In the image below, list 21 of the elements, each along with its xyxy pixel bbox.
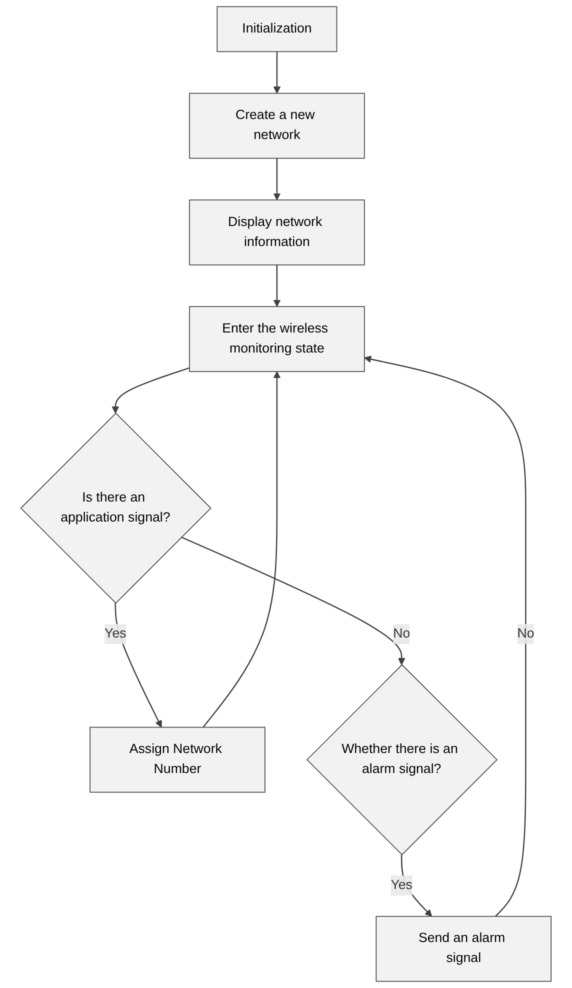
- edge-label: Yes: [390, 878, 412, 892]
- node-box: Initialization: [216, 6, 338, 52]
- arrow: [114, 603, 162, 728]
- node-box: Send an alarm signal: [376, 916, 552, 982]
- arrow: [181, 536, 406, 666]
- arrow: [273, 52, 281, 94]
- arrow: [400, 854, 432, 917]
- arrow: [112, 367, 190, 414]
- edge-label: No: [517, 626, 534, 641]
- arrow: [273, 264, 281, 307]
- node-diamond: Whether there is an alarm signal?: [306, 664, 498, 856]
- arrow: [202, 371, 281, 728]
- node-box: Display network information: [189, 200, 365, 266]
- edge-label: Yes: [104, 626, 126, 641]
- node-diamond: Is there an application signal?: [20, 412, 212, 604]
- arrow: [364, 356, 526, 917]
- edge-label: No: [393, 626, 410, 641]
- node-box: Enter the wireless monitoring state: [189, 306, 365, 372]
- node-box: Create a new network: [189, 92, 365, 159]
- node-box: Assign Network Number: [90, 726, 266, 793]
- arrow: [273, 158, 281, 200]
